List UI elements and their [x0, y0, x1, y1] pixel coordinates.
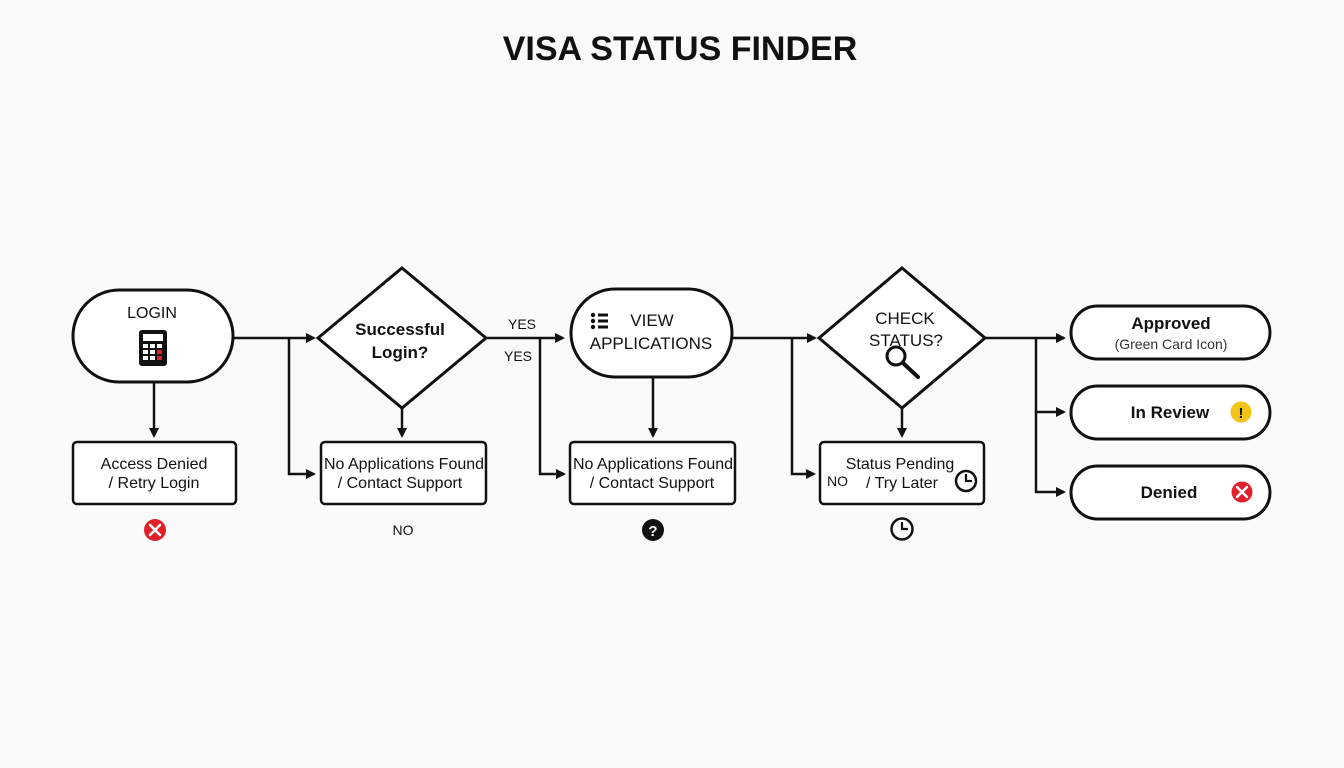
edge-check-to-denied — [1034, 412, 1066, 497]
login-label: LOGIN — [127, 305, 177, 322]
no-apps-2-line1: No Applications Found — [573, 456, 733, 473]
node-view-applications: VIEW APPLICATIONS — [569, 287, 734, 379]
edge-label-yes-bottom: YES — [504, 348, 532, 364]
magnifier-icon — [885, 345, 920, 379]
no-apps-1-line2: / Contact Support — [338, 475, 463, 492]
edge-branch-no-apps-2 — [538, 338, 566, 479]
edge-label-no: NO — [393, 522, 414, 538]
edge-branch-no-apps-1 — [287, 338, 316, 479]
denied-label: Denied — [1141, 483, 1198, 502]
access-denied-line1: Access Denied — [101, 456, 208, 473]
view-line2: APPLICATIONS — [590, 334, 713, 353]
question-glyph: ? — [648, 523, 657, 540]
approved-label: Approved — [1131, 314, 1210, 333]
diagram-title: VISA STATUS FINDER — [503, 30, 858, 68]
connectors — [149, 333, 1066, 497]
node-denied: Denied — [1069, 464, 1272, 521]
node-login: LOGIN — [71, 288, 235, 384]
check-line2: STATUS? — [869, 331, 943, 350]
approved-sublabel: (Green Card Icon) — [1115, 336, 1228, 352]
list-icon — [590, 312, 608, 330]
node-access-denied: Access Denied / Retry Login — [71, 440, 238, 506]
view-line1: VIEW — [630, 311, 673, 330]
decision-login-line2: Login? — [372, 343, 429, 362]
in-review-label: In Review — [1131, 403, 1210, 422]
node-approved: Approved (Green Card Icon) — [1069, 304, 1272, 361]
clock-icon — [954, 469, 978, 493]
edge-label-yes-top: YES — [508, 316, 536, 332]
edge-label-no-pending: NO — [827, 473, 848, 489]
question-icon: ? — [642, 519, 664, 541]
red-x-icon — [144, 519, 166, 541]
node-no-applications-2: No Applications Found / Contact Support — [568, 440, 737, 506]
decision-login-line1: Successful — [355, 320, 445, 339]
pending-line1: Status Pending — [846, 456, 955, 473]
edge-check-to-review — [1034, 338, 1066, 417]
node-successful-login: Successful Login? — [315, 266, 489, 410]
access-denied-line2: / Retry Login — [109, 475, 200, 492]
warning-icon: ! — [1230, 401, 1252, 423]
clock-icon — [890, 517, 914, 541]
node-check-status: CHECK STATUS? — [816, 266, 988, 410]
red-x-icon — [1231, 481, 1253, 503]
no-apps-1-line1: No Applications Found — [324, 456, 484, 473]
node-in-review: In Review ! — [1069, 384, 1272, 441]
pending-line2: / Try Later — [866, 475, 939, 492]
node-status-pending: Status Pending / Try Later NO — [818, 440, 986, 506]
calculator-icon — [139, 330, 167, 366]
check-line1: CHECK — [875, 309, 935, 328]
edge-branch-pending — [790, 338, 816, 479]
no-apps-2-line2: / Contact Support — [590, 475, 715, 492]
warning-glyph: ! — [1239, 405, 1244, 422]
node-no-applications-1: No Applications Found / Contact Support — [319, 440, 488, 506]
